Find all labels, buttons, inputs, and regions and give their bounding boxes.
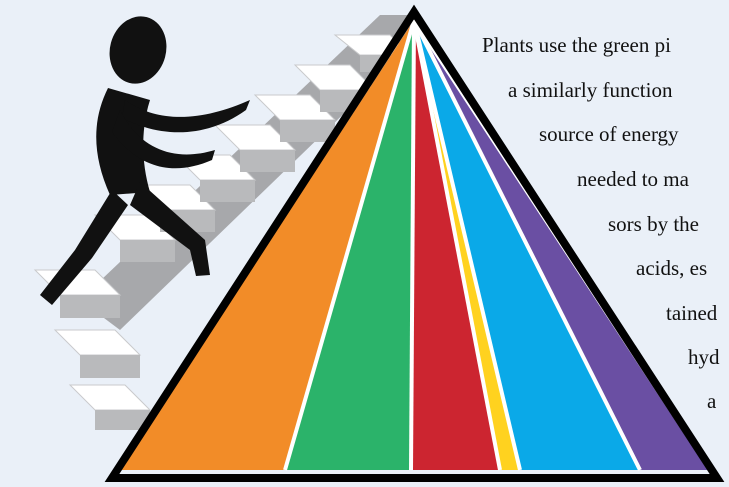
text-line-3: source of energy	[539, 121, 679, 148]
text-line-6: acids, es	[636, 255, 707, 282]
text-line-2: a similarly function	[508, 77, 672, 104]
text-line-4: needed to ma	[577, 166, 689, 193]
text-line-9: a	[707, 388, 716, 415]
text-line-8: hyd	[688, 344, 720, 371]
text-line-5: sors by the	[608, 211, 699, 238]
text-line-7: tained	[666, 300, 717, 327]
text-line-1: Plants use the green pi	[482, 32, 671, 59]
